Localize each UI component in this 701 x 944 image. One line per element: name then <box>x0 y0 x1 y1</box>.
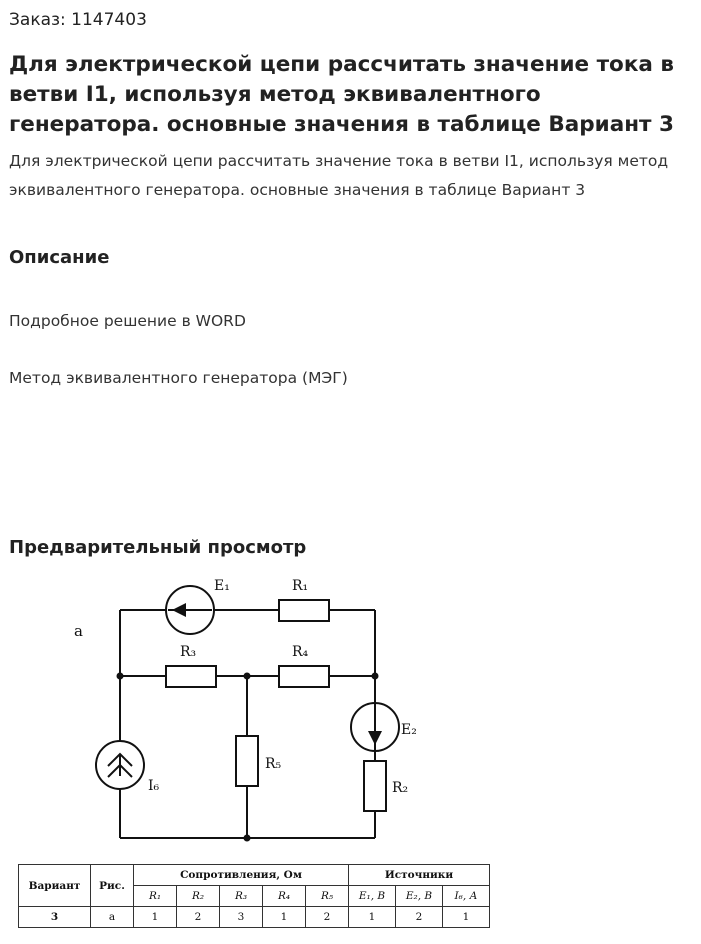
subheader-cell: R₂ <box>176 885 220 907</box>
description-heading: Описание <box>9 247 110 268</box>
subheader-cell: E₂, В <box>395 885 443 907</box>
variant-table-wrap: Вариант Рис. Сопротивления, Ом Источники… <box>18 864 490 928</box>
table-cell: 2 <box>305 906 349 928</box>
variant-table: Вариант Рис. Сопротивления, Ом Источники… <box>18 864 490 928</box>
table-row: 3 а 1 2 3 1 2 1 2 1 <box>18 906 490 928</box>
node-label: а <box>74 622 83 640</box>
current-source-i6 <box>95 740 145 790</box>
source-e2 <box>350 702 400 752</box>
order-number: Заказ: 1147403 <box>9 10 147 30</box>
junction <box>371 672 379 680</box>
label-r5: R₅ <box>265 756 282 772</box>
description-paragraph: Подробное решение в WORD <box>9 312 246 330</box>
label-r2: R₂ <box>392 780 408 796</box>
page-title: Для электрической цепи рассчитать значен… <box>9 52 675 137</box>
subheader-cell: E₁, В <box>348 885 396 907</box>
table-cell: 1 <box>348 906 396 928</box>
resistor-r4 <box>278 665 330 688</box>
subheader-cell: R₁ <box>133 885 177 907</box>
label-i6: I₆ <box>148 778 160 794</box>
table-cell: 3 <box>18 906 91 928</box>
description-paragraph: Метод эквивалентного генератора (МЭГ) <box>9 369 348 387</box>
label-e2: E₂ <box>401 722 417 738</box>
subheader-cell: R₃ <box>219 885 263 907</box>
table-header-row: Вариант Рис. Сопротивления, Ом Источники <box>18 864 490 907</box>
junction <box>116 672 124 680</box>
subheader-cell: R₅ <box>305 885 349 907</box>
table-cell: 1 <box>133 906 177 928</box>
table-cell: 2 <box>176 906 220 928</box>
resistor-r1 <box>278 599 330 622</box>
table-cell: 3 <box>219 906 263 928</box>
subheader-cell: I₆, А <box>442 885 490 907</box>
arrow-e2 <box>368 731 382 745</box>
circuit-diagram: а E₁ R₁ R₃ R₄ E₂ R₅ R₂ I₆ <box>74 578 417 842</box>
arrow-e1 <box>172 603 186 617</box>
header-resistances: Сопротивления, Ом <box>133 864 349 886</box>
lead-text: Для электрической цепи рассчитать значен… <box>9 152 669 199</box>
table-subheader-row: R₁ R₂ R₃ R₄ R₅ E₁, В E₂, В I₆, А <box>19 885 490 907</box>
label-r1: R₁ <box>292 578 308 594</box>
header-variant: Вариант <box>18 864 91 907</box>
table-cell: 1 <box>262 906 306 928</box>
table-cell: а <box>90 906 134 928</box>
resistor-r3 <box>165 665 217 688</box>
source-e1 <box>165 585 215 635</box>
header-figure: Рис. <box>90 864 134 907</box>
label-e1: E₁ <box>214 578 230 594</box>
header-sources: Источники <box>348 864 490 886</box>
table-cell: 1 <box>442 906 490 928</box>
subheader-cell: R₄ <box>262 885 306 907</box>
label-r3: R₃ <box>180 644 196 660</box>
junction <box>243 672 251 680</box>
resistor-r5 <box>235 735 259 787</box>
table-cell: 2 <box>395 906 443 928</box>
preview-heading: Предварительный просмотр <box>9 537 307 558</box>
resistor-r2 <box>363 760 387 812</box>
label-r4: R₄ <box>292 644 309 660</box>
junction <box>243 834 251 842</box>
